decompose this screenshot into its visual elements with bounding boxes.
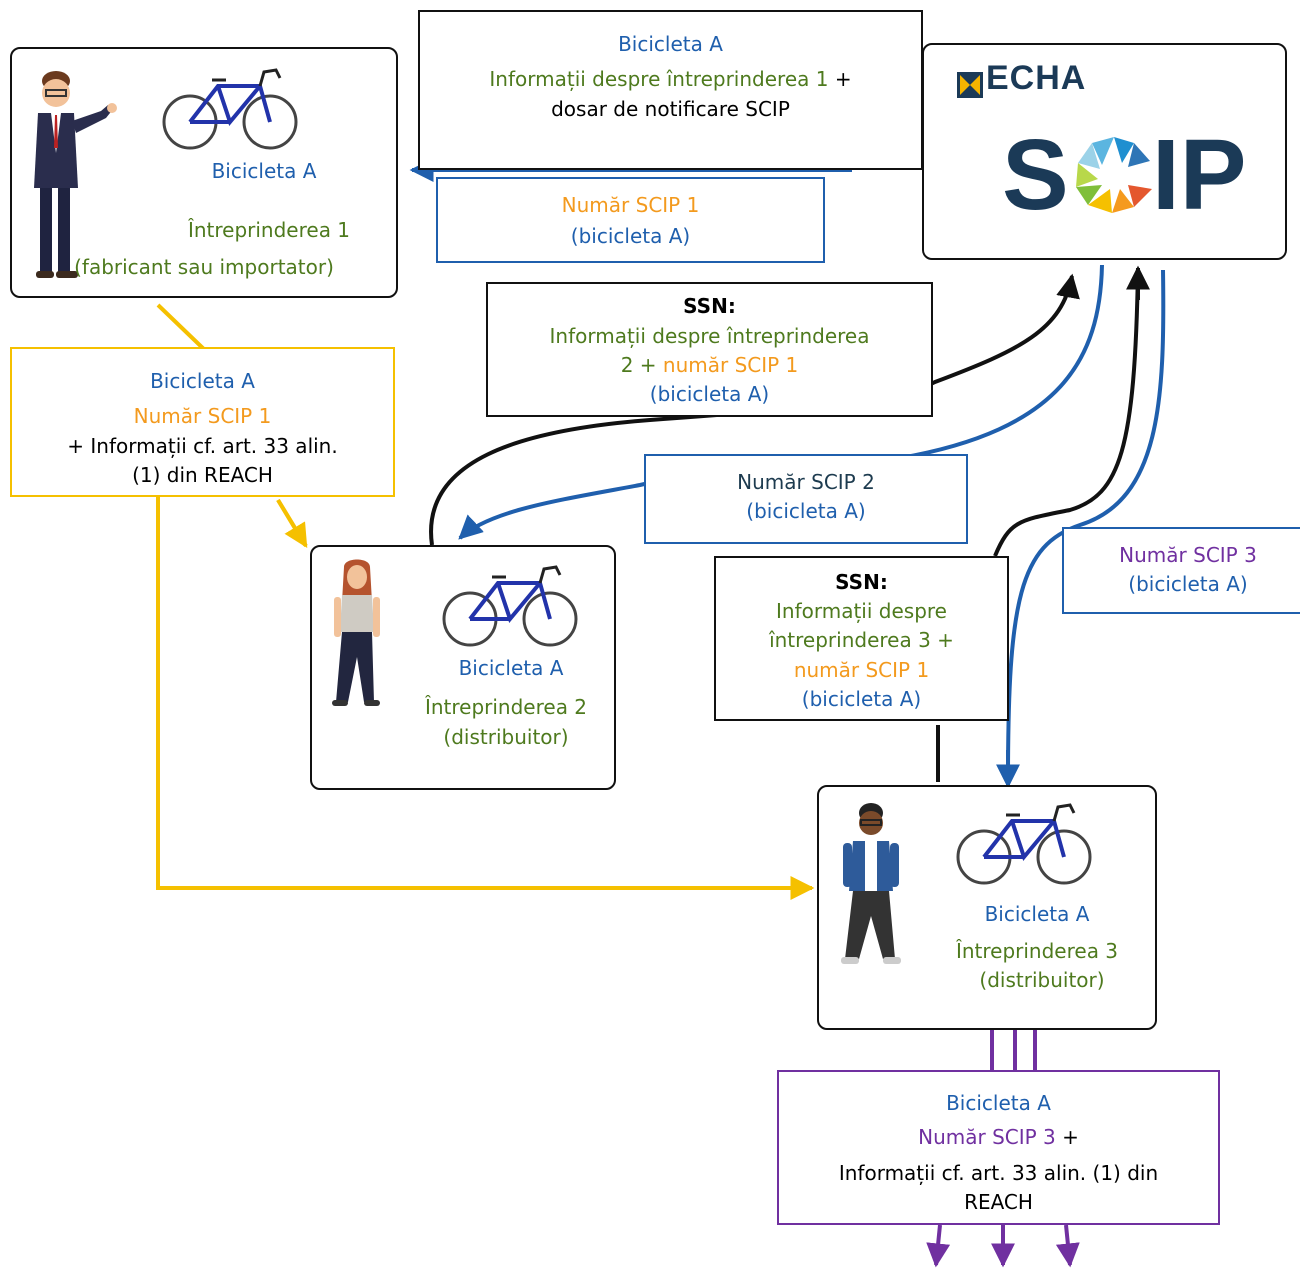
scip-number-2-box: Număr SCIP 2 (bicicleta A) (644, 454, 968, 544)
downstream-article-line1: Informații cf. art. 33 alin. (1) din (838, 1161, 1159, 1185)
businessman-icon (34, 71, 117, 278)
supply-info-scip-number: Număr SCIP 1 (133, 404, 272, 428)
company3-product: Bicicleta A (984, 902, 1090, 926)
arrow-ssn-company3-to-echa (936, 267, 1140, 782)
bicycle-image (162, 68, 298, 150)
ssn-company3-heading: SSN: (835, 570, 888, 594)
downstream-product: Bicicleta A (946, 1091, 1051, 1115)
supply-info-article-line2: (1) din REACH (132, 463, 273, 487)
ssn-company3-info-line2: întreprinderea 3 + (769, 628, 954, 652)
scip-number-3: Număr SCIP 3 (1119, 543, 1257, 567)
notification-dossier: dosar de notificare SCIP (551, 97, 790, 121)
scip-number-1-product: (bicicleta A) (570, 224, 691, 248)
ssn-company2-box: SSN: Informații despre întreprinderea 2 … (486, 282, 933, 417)
scip-number-2-product: (bicicleta A) (746, 499, 866, 523)
echa-logo-icon (957, 72, 983, 98)
company2-box: Bicicleta A Întreprinderea 2 (distribuit… (310, 545, 616, 790)
ssn-company3-scip-ref: număr SCIP 1 (793, 658, 930, 682)
notification-box: Bicicleta A Informații despre întreprind… (418, 10, 923, 170)
bicycle-image (442, 565, 578, 647)
echa-scip-box: ECHA S IP (922, 43, 1287, 260)
downstream-article-line2: REACH (964, 1190, 1033, 1214)
supply-info-product: Bicicleta A (150, 369, 255, 393)
ssn-company2-scip-ref: 2 + număr SCIP 1 (620, 353, 799, 377)
arrow-supply-company1-to-company3 (156, 497, 815, 900)
arrow-downstream-1 (926, 1224, 951, 1268)
scip-number-1-box: Număr SCIP 1 (bicicleta A) (436, 177, 825, 263)
scip-logo-c-icon (1076, 137, 1152, 213)
woman-icon (332, 559, 380, 706)
company2-product: Bicicleta A (458, 656, 564, 680)
bicycle-image (956, 803, 1092, 885)
supply-info-box: Bicicleta A Număr SCIP 1 + Informații cf… (10, 347, 395, 497)
scip-number-1: Număr SCIP 1 (561, 193, 700, 217)
downstream-info-box: Bicicleta A Număr SCIP 3 + Informații cf… (777, 1070, 1220, 1225)
supply-info-article-line1: + Informații cf. art. 33 alin. (67, 434, 338, 458)
company2-role: (distribuitor) (443, 725, 569, 749)
company1-name: Întreprinderea 1 (187, 218, 351, 242)
ssn-company2-product: (bicicleta A) (649, 382, 770, 406)
arrow-downstream-3 (1055, 1224, 1080, 1268)
company3-box: Bicicleta A Întreprinderea 3 (distribuit… (817, 785, 1157, 1030)
company3-role: (distribuitor) (979, 968, 1105, 992)
ssn-company3-info-line1: Informații despre (776, 599, 947, 623)
downstream-scip-number: Număr SCIP 3 + (918, 1125, 1079, 1149)
scip-number-3-product: (bicicleta A) (1128, 572, 1248, 596)
company3-name: Întreprinderea 3 (955, 939, 1119, 963)
company1-box: Bicicleta A Întreprinderea 1 (fabricant … (10, 47, 398, 298)
company1-role: (fabricant sau importator) (74, 255, 334, 279)
notification-company-info: Informații despre întreprinderea 1 + (489, 67, 852, 91)
echa-logo-text: ECHA (986, 59, 1087, 97)
notification-product: Bicicleta A (618, 32, 723, 56)
ssn-company3-product: (bicicleta A) (801, 687, 922, 711)
company2-name: Întreprinderea 2 (424, 695, 588, 719)
ssn-company2-info: Informații despre întreprinderea (549, 324, 870, 348)
scip-logo-ip: IP (1152, 119, 1247, 231)
arrow-scip3-to-company3 (1006, 269, 1166, 781)
company1-product: Bicicleta A (211, 159, 317, 183)
scip-number-2: Număr SCIP 2 (737, 470, 875, 494)
ssn-company2-heading: SSN: (683, 294, 736, 318)
man-walking-icon (841, 803, 901, 964)
scip-logo-s: S (1002, 119, 1069, 231)
scip-number-3-box: Număr SCIP 3 (bicicleta A) (1062, 527, 1300, 614)
ssn-company3-box: SSN: Informații despre întreprinderea 3 … (714, 556, 1009, 721)
